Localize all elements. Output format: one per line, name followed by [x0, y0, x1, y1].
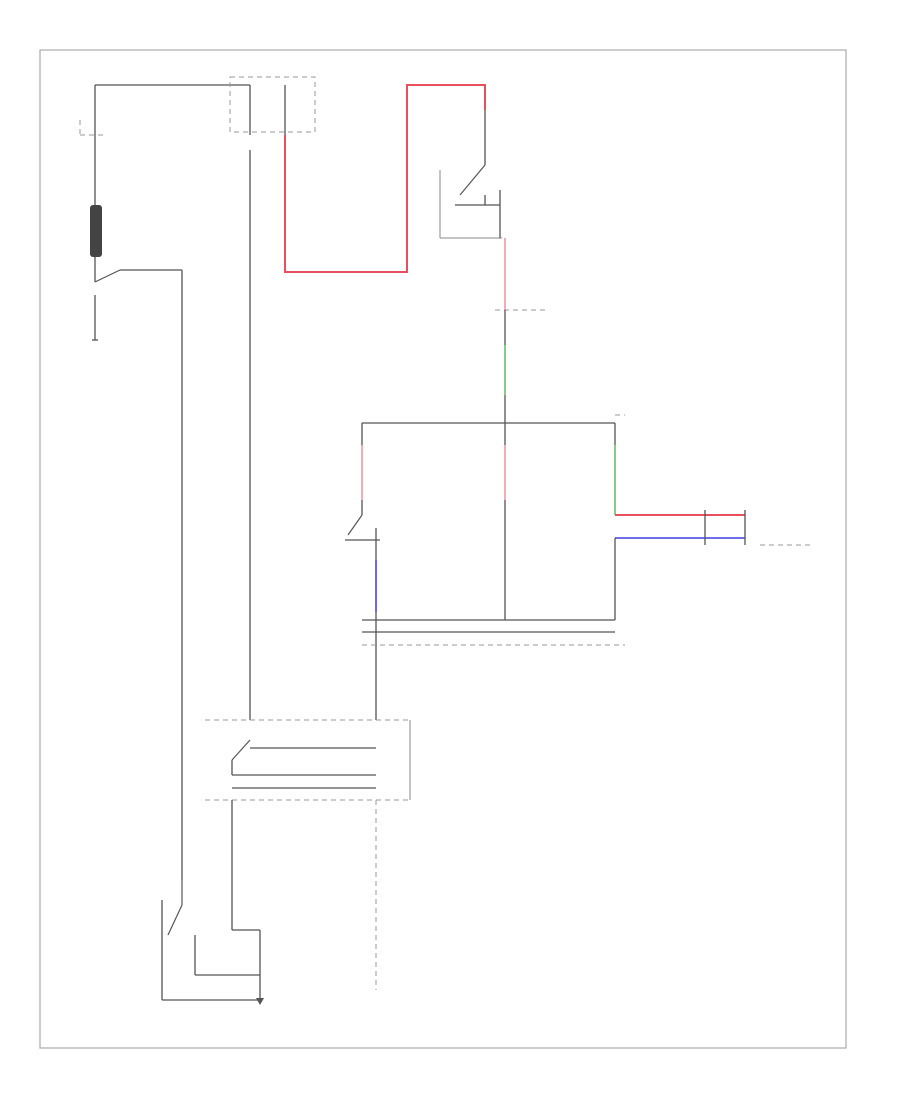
coil-component	[90, 205, 102, 257]
lower-circuit	[161, 719, 411, 1005]
ground-symbol	[256, 998, 264, 1005]
middle-circuit	[345, 414, 810, 720]
red-wire-loop	[284, 84, 486, 273]
left-power-circuit	[79, 84, 250, 880]
diagram-frame	[39, 49, 847, 1049]
top-right-circuit	[439, 110, 545, 423]
fuse-box-top	[229, 76, 316, 720]
